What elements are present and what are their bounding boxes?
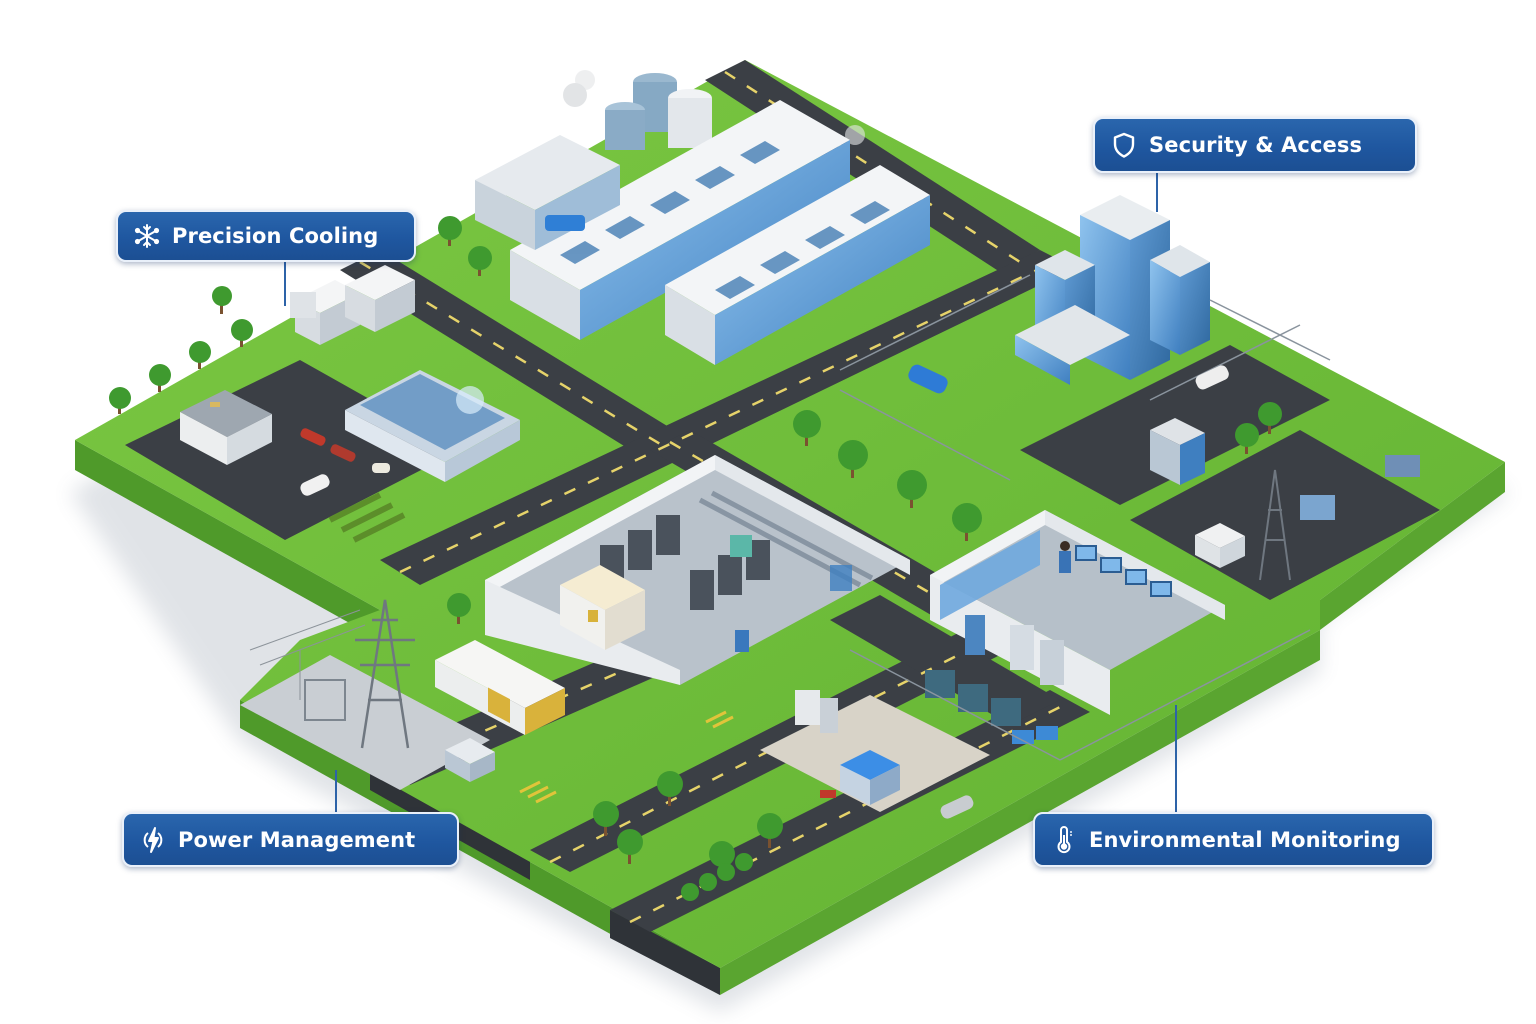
server-hall [485, 455, 910, 685]
callout-label: Security & Access [1149, 133, 1363, 157]
callout-label: Power Management [178, 827, 416, 852]
snowflake-icon [132, 221, 162, 251]
connector-security-access [1156, 172, 1158, 212]
connector-power-management [335, 770, 337, 812]
connector-precision-cooling [284, 262, 286, 306]
visitor-pavilion [760, 690, 990, 819]
callout-label: Precision Cooling [172, 224, 379, 248]
shield-icon [1109, 130, 1139, 160]
callout-power-management[interactable]: Power Management [122, 812, 459, 867]
trees [109, 216, 1282, 901]
main-data-hall [475, 70, 930, 365]
callout-precision-cooling[interactable]: Precision Cooling [116, 210, 416, 262]
power-yard [240, 599, 734, 804]
callout-environmental-monitoring[interactable]: Environmental Monitoring [1033, 812, 1434, 867]
lightning-bolt-icon [138, 825, 168, 855]
security-campus [839, 195, 1420, 581]
callout-label: Environmental Monitoring [1089, 827, 1401, 852]
callout-security-access[interactable]: Security & Access [1093, 117, 1417, 173]
cooling-plant [180, 265, 520, 543]
thermometer-icon [1049, 825, 1079, 855]
control-room [849, 510, 1311, 761]
connector-environmental-monitoring [1175, 705, 1177, 813]
